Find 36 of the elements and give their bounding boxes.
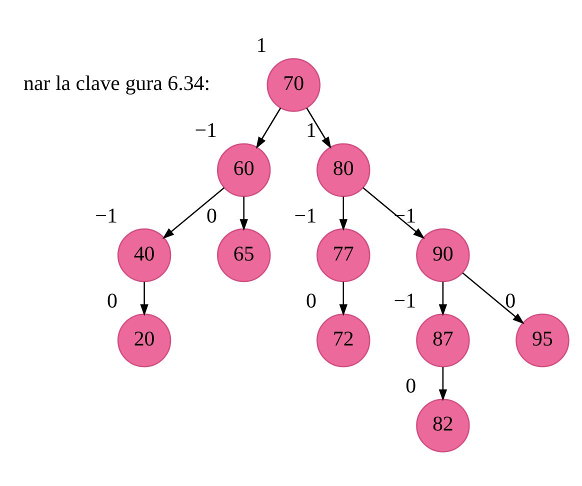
node-label: −1 xyxy=(294,202,317,227)
arrow xyxy=(462,272,524,324)
arrow xyxy=(438,281,448,316)
arrow xyxy=(339,196,348,230)
node-label: 0 xyxy=(206,202,217,227)
arrow xyxy=(256,107,282,148)
arrow xyxy=(339,281,348,316)
node-label: −1 xyxy=(394,202,416,227)
node-label: −1 xyxy=(194,118,218,142)
node-label: 1 xyxy=(256,32,267,57)
arrow xyxy=(438,366,448,401)
node-circle: 20 xyxy=(117,313,172,367)
label: nar la clave gura 6.34: xyxy=(23,70,210,94)
node-circle: 80 xyxy=(316,142,370,196)
arrow xyxy=(162,186,225,238)
node-circle: 77 xyxy=(316,228,370,282)
node-label: 0 xyxy=(406,373,416,398)
node-circle: 87 xyxy=(416,313,470,367)
node-circle: 95 xyxy=(516,313,570,367)
node-circle: 72 xyxy=(316,313,370,367)
node-circle: 65 xyxy=(217,228,271,282)
node-circle: 60 xyxy=(217,142,271,196)
node-label: 0 xyxy=(106,288,118,312)
node-label: 0 xyxy=(505,288,516,312)
arrow xyxy=(240,196,248,230)
arrow xyxy=(362,186,425,238)
node-label: 1 xyxy=(306,118,317,142)
node-circle: 70 xyxy=(266,58,320,112)
node-circle: 82 xyxy=(416,398,470,452)
node-label: −1 xyxy=(95,202,118,227)
arrow xyxy=(140,281,148,316)
node-label: 0 xyxy=(306,288,317,312)
arrow xyxy=(306,107,332,148)
node-label: −1 xyxy=(394,288,416,312)
node-circle: 40 xyxy=(117,228,172,282)
node-circle: 90 xyxy=(416,228,470,282)
